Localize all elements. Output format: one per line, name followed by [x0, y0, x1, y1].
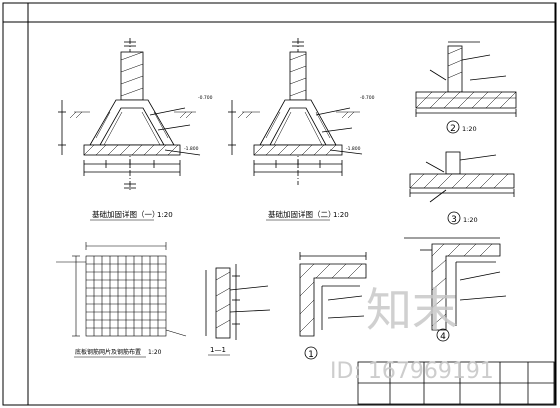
section-1-1-label: 1—1 — [210, 346, 226, 354]
detail-1-title: 基础加固详图（一） — [92, 209, 160, 219]
level-marks-detail-1: -0.700 -1.800 — [184, 95, 213, 152]
node-2-scale: 1:20 — [462, 125, 477, 133]
node-1-label: 1 — [304, 346, 318, 360]
foundation-detail-2 — [228, 38, 363, 185]
node-4-number: 4 — [440, 332, 446, 342]
node-3-label: 3 1:20 — [447, 211, 478, 225]
title-detail-1: 基础加固详图（一） 1:20 — [90, 209, 173, 221]
node-3-scale: 1:20 — [463, 216, 478, 224]
node-detail-4 — [404, 237, 507, 331]
node-detail-1 — [299, 252, 367, 337]
plan-scale: 1:20 — [148, 349, 162, 356]
detail-1-scale: 1:20 — [157, 211, 173, 219]
detail-2-title: 基础加固详图（二） — [268, 209, 336, 219]
title-block — [357, 361, 555, 405]
level-top-1: -0.700 — [198, 95, 213, 101]
plan-title: 底板钢筋网片及钢筋布置 — [75, 348, 141, 356]
node-2-number: 2 — [450, 124, 456, 134]
section-1-1 — [205, 264, 271, 340]
level-bottom-1: -1.800 — [184, 146, 199, 152]
watermark: 知末 ID: 167969191 — [330, 283, 494, 384]
node-detail-2 — [415, 41, 517, 117]
section-1-1-title: 1—1 — [208, 346, 230, 356]
foundation-detail-1 — [58, 38, 201, 190]
detail-2-scale: 1:20 — [333, 211, 349, 219]
level-marks-detail-2: -0.700 -1.800 — [346, 95, 375, 152]
node-detail-3 — [409, 151, 515, 203]
watermark-id: ID: 167969191 — [330, 359, 494, 384]
watermark-logo: 知末 — [366, 283, 458, 337]
rebar-mesh-plan — [56, 242, 187, 337]
node-3-number: 3 — [451, 215, 457, 225]
level-top-2: -0.700 — [360, 95, 375, 101]
rebar-plan-title: 底板钢筋网片及钢筋布置 1:20 — [74, 348, 162, 358]
node-4-label: 4 — [436, 328, 450, 342]
level-bottom-2: -1.800 — [346, 146, 361, 152]
title-detail-2: 基础加固详图（二） 1:20 — [266, 209, 349, 221]
node-1-number: 1 — [308, 350, 314, 360]
node-2-label: 2 1:20 — [446, 120, 477, 134]
